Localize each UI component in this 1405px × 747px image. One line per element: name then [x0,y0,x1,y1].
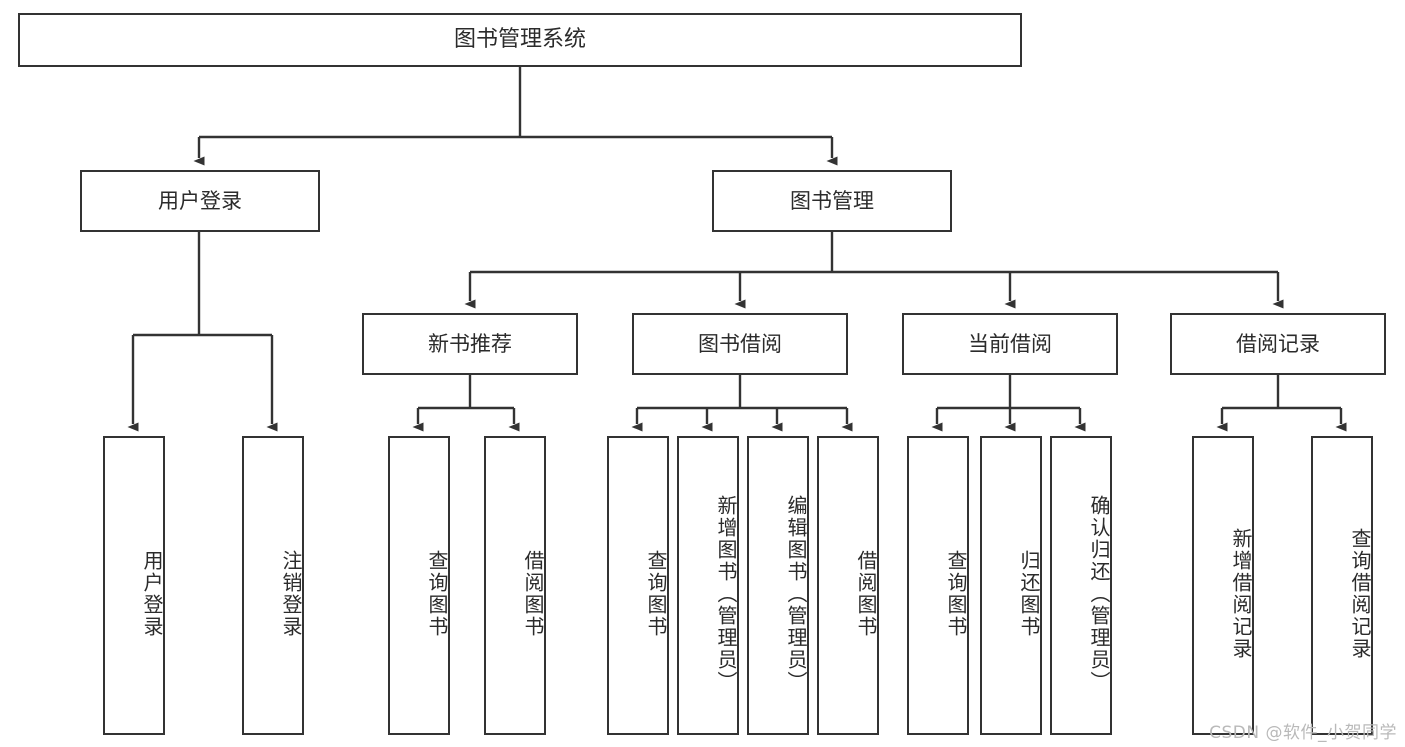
leaf-borrow-borrow-book[interactable]: 借阅图书 [817,436,879,735]
node-label: 查询图书 [644,549,668,638]
node-label: 查询图书 [944,549,968,638]
node-label: 图书管理系统 [453,27,586,53]
leaf-records-add-record[interactable]: 新增借阅记录 [1192,436,1254,735]
node-label: 编辑图书（管理员） [784,494,808,693]
node-label: 借阅图书 [854,549,878,638]
leaf-records-query-record[interactable]: 查询借阅记录 [1311,436,1373,735]
node-label: 查询借阅记录 [1348,527,1372,660]
leaf-current-confirm-return[interactable]: 确认归还（管理员） [1050,436,1112,735]
node-label: 新增图书（管理员） [714,494,738,693]
node-label: 借阅图书 [521,549,545,638]
node-label: 查询图书 [425,549,449,638]
leaf-new-book-query[interactable]: 查询图书 [388,436,450,735]
node-label: 用户登录 [158,188,242,213]
leaf-borrow-query-book[interactable]: 查询图书 [607,436,669,735]
node-label: 用户登录 [140,549,164,638]
node-label: 归还图书 [1017,549,1041,638]
node-label: 图书管理 [790,188,874,213]
node-label: 当前借阅 [968,331,1052,356]
node-label: 新增借阅记录 [1229,527,1253,660]
node-book-management[interactable]: 图书管理 [712,170,952,232]
leaf-user-login-signin[interactable]: 用户登录 [103,436,165,735]
leaf-new-book-borrow[interactable]: 借阅图书 [484,436,546,735]
leaf-current-return-book[interactable]: 归还图书 [980,436,1042,735]
leaf-borrow-edit-book[interactable]: 编辑图书（管理员） [747,436,809,735]
node-book-borrow[interactable]: 图书借阅 [632,313,848,375]
node-new-book-recommend[interactable]: 新书推荐 [362,313,578,375]
leaf-user-login-signout[interactable]: 注销登录 [242,436,304,735]
leaf-borrow-add-book[interactable]: 新增图书（管理员） [677,436,739,735]
watermark-text: CSDN @软件_小贺同学 [1209,723,1397,743]
node-current-borrow[interactable]: 当前借阅 [902,313,1118,375]
node-label: 确认归还（管理员） [1087,494,1111,693]
node-label: 借阅记录 [1236,331,1320,356]
node-label: 注销登录 [279,549,303,638]
node-root-system[interactable]: 图书管理系统 [18,13,1022,67]
node-borrow-records[interactable]: 借阅记录 [1170,313,1386,375]
node-label: 新书推荐 [428,331,512,356]
leaf-current-query-book[interactable]: 查询图书 [907,436,969,735]
node-user-login[interactable]: 用户登录 [80,170,320,232]
node-label: 图书借阅 [698,331,782,356]
